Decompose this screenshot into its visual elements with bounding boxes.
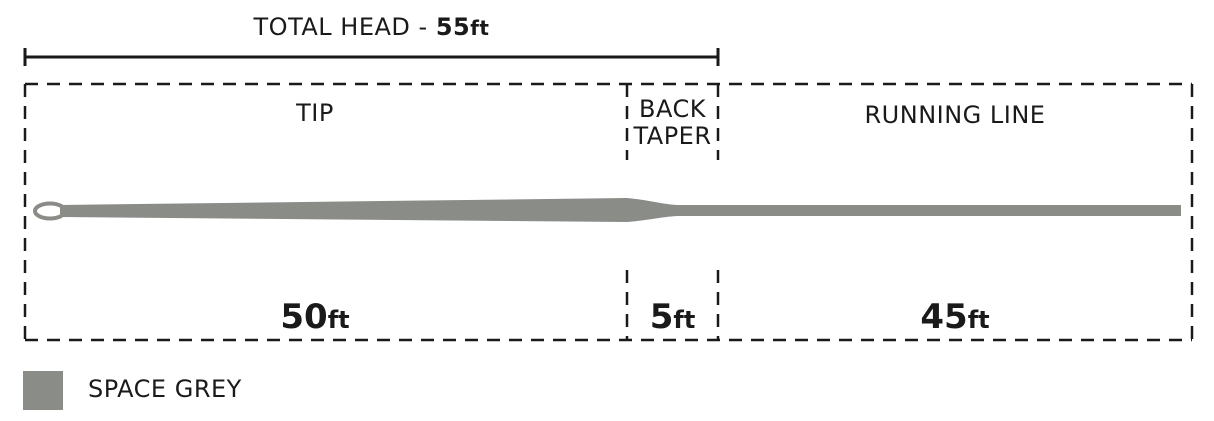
fly-line xyxy=(33,198,1181,222)
running-line-length: 45ft xyxy=(718,300,1192,334)
back-taper-label-line1: BACK xyxy=(639,95,706,123)
back-taper-label-line2: TAPER xyxy=(633,122,712,150)
back-taper-length-value: 5 xyxy=(649,297,674,337)
line-body xyxy=(60,198,1181,222)
segment-frame xyxy=(23,82,1194,342)
running-line-length-unit: ft xyxy=(967,306,990,334)
tip-length: 50ft xyxy=(25,300,605,334)
tip-length-unit: ft xyxy=(327,306,350,334)
back-taper-length-unit: ft xyxy=(673,306,696,334)
running-line-label: RUNNING LINE xyxy=(864,101,1046,129)
tip-label: TIP xyxy=(296,99,334,127)
legend-color-swatch xyxy=(23,371,63,410)
total-head-bracket xyxy=(23,48,720,66)
running-line-length-value: 45 xyxy=(920,297,968,337)
total-head-prefix: TOTAL HEAD - xyxy=(253,13,436,41)
total-head-label: TOTAL HEAD - 55ft xyxy=(0,15,743,39)
total-head-unit: ft xyxy=(470,16,490,40)
back-taper-length: 5ft xyxy=(627,300,718,334)
tip-length-value: 50 xyxy=(280,297,328,337)
welded-loop xyxy=(33,201,67,221)
legend-label: SPACE GREY xyxy=(88,375,242,403)
total-head-value: 55 xyxy=(435,13,471,41)
